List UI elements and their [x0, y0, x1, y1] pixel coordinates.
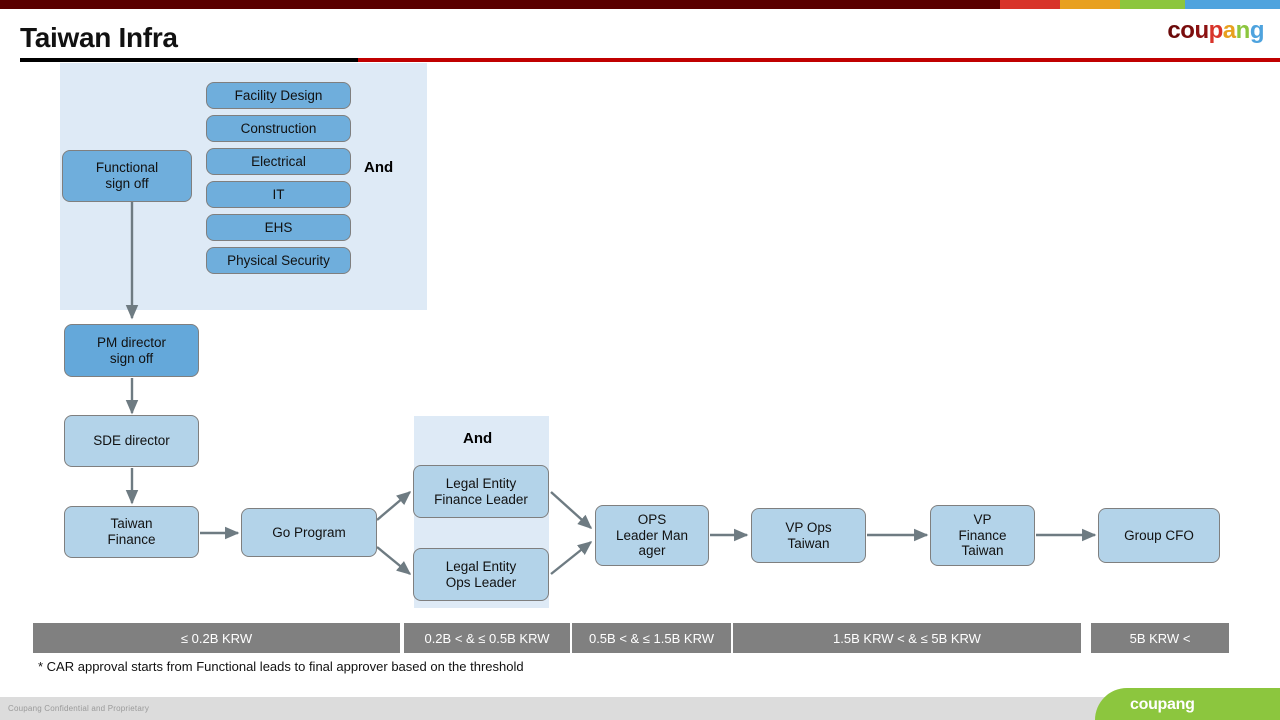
node-group-cfo[interactable]: Group CFO	[1098, 508, 1220, 563]
node-label-line2: Taiwan	[787, 535, 830, 551]
node-ehs[interactable]: EHS	[206, 214, 351, 241]
node-ops-leader-manager[interactable]: OPS Leader Man ager	[595, 505, 709, 566]
title-underline-red	[358, 58, 1280, 62]
node-label-line2: sign off	[109, 350, 154, 366]
stripe-segment-red	[1000, 0, 1060, 9]
node-label-line2: Finance	[958, 527, 1007, 543]
node-label-line2: Finance	[107, 532, 156, 547]
node-construction[interactable]: Construction	[206, 115, 351, 142]
stripe-segment-blue	[1185, 0, 1280, 9]
stripe-segment-green	[1120, 0, 1185, 9]
and-label-functional: And	[364, 159, 394, 176]
and-label-legal: And	[463, 430, 493, 447]
threshold-label: ≤ 0.2B KRW	[180, 630, 253, 646]
stripe-segment-orange	[1060, 0, 1120, 9]
node-label-line2: sign off	[105, 176, 149, 191]
node-label-line1: PM director	[96, 334, 167, 350]
node-physical-security[interactable]: Physical Security	[206, 247, 351, 274]
node-label: Group CFO	[1124, 527, 1194, 543]
threshold-bar-2: 0.2B < & ≤ 0.5B KRW	[404, 623, 570, 653]
node-vp-finance-taiwan[interactable]: VP Finance Taiwan	[930, 505, 1035, 566]
node-label-line1: Functional	[95, 160, 159, 176]
title-underline-black	[20, 58, 358, 62]
coupang-logo-header: coupang	[1167, 19, 1264, 43]
threshold-label: 0.2B < & ≤ 0.5B KRW	[424, 630, 550, 646]
node-label-line1: Legal Entity	[445, 475, 517, 491]
threshold-bar-5: 5B KRW <	[1091, 623, 1229, 653]
logo-letter-c: c	[1167, 17, 1181, 44]
node-label: IT	[272, 186, 285, 202]
header-color-stripe	[0, 0, 1280, 9]
node-go-program[interactable]: Go Program	[241, 508, 377, 557]
node-label-line1: Legal Entity	[445, 558, 517, 574]
node-label-line1: OPS	[637, 511, 667, 527]
node-taiwan-finance[interactable]: Taiwan Finance	[64, 506, 199, 558]
threshold-bar-3: 0.5B < & ≤ 1.5B KRW	[572, 623, 731, 653]
logo-letter-a: a	[1222, 17, 1236, 44]
node-functional-sign-off[interactable]: Functional sign off	[62, 150, 192, 202]
node-pm-director-sign-off[interactable]: PM director sign off	[64, 324, 199, 377]
node-label-line2: Leader Man	[615, 527, 689, 543]
node-legal-entity-ops-leader[interactable]: Legal Entity Ops Leader	[413, 548, 549, 601]
node-label-line1: VP	[973, 511, 992, 527]
node-label: Electrical	[251, 153, 306, 169]
logo-letter-u: u	[1194, 17, 1209, 44]
node-label-line1: Taiwan	[110, 516, 153, 532]
footer-brand-shape	[1095, 688, 1280, 720]
node-label: EHS	[264, 219, 293, 235]
node-label-line2: Finance Leader	[434, 491, 528, 507]
logo-letter-p: p	[1208, 17, 1224, 44]
footnote-text: * CAR approval starts from Functional le…	[38, 659, 524, 674]
node-label-line1: VP Ops	[785, 519, 832, 535]
node-label-line3: ager	[638, 543, 666, 559]
node-facility-design[interactable]: Facility Design	[206, 82, 351, 109]
footer-bar	[0, 697, 1280, 720]
node-label: Facility Design	[234, 87, 323, 103]
coupang-logo-footer: coupang	[1130, 696, 1195, 713]
node-label-line2: Ops Leader	[445, 574, 517, 590]
node-label: SDE director	[93, 433, 170, 449]
node-sde-director[interactable]: SDE director	[64, 415, 199, 467]
threshold-label: 1.5B KRW < & ≤ 5B KRW	[833, 630, 981, 646]
stripe-segment-maroon	[0, 0, 1000, 9]
page-title: Taiwan Infra	[20, 22, 178, 53]
logo-letter-g: g	[1249, 17, 1265, 44]
threshold-label: 0.5B < & ≤ 1.5B KRW	[588, 630, 715, 646]
node-label: Physical Security	[227, 252, 330, 268]
logo-letter-n: n	[1235, 17, 1251, 44]
node-label: Go Program	[272, 524, 346, 540]
node-vp-ops-taiwan[interactable]: VP Ops Taiwan	[751, 508, 866, 563]
footer-confidential-text: Coupang Confidential and Proprietary	[8, 704, 150, 713]
node-label-line3: Taiwan	[961, 543, 1004, 559]
node-electrical[interactable]: Electrical	[206, 148, 351, 175]
threshold-bar-4: 1.5B KRW < & ≤ 5B KRW	[733, 623, 1081, 653]
node-legal-entity-finance-leader[interactable]: Legal Entity Finance Leader	[413, 465, 549, 518]
logo-letter-o: o	[1180, 17, 1195, 44]
threshold-bar-1: ≤ 0.2B KRW	[33, 623, 400, 653]
node-it[interactable]: IT	[206, 181, 351, 208]
threshold-label: 5B KRW <	[1129, 630, 1191, 646]
node-label: Construction	[240, 120, 317, 136]
